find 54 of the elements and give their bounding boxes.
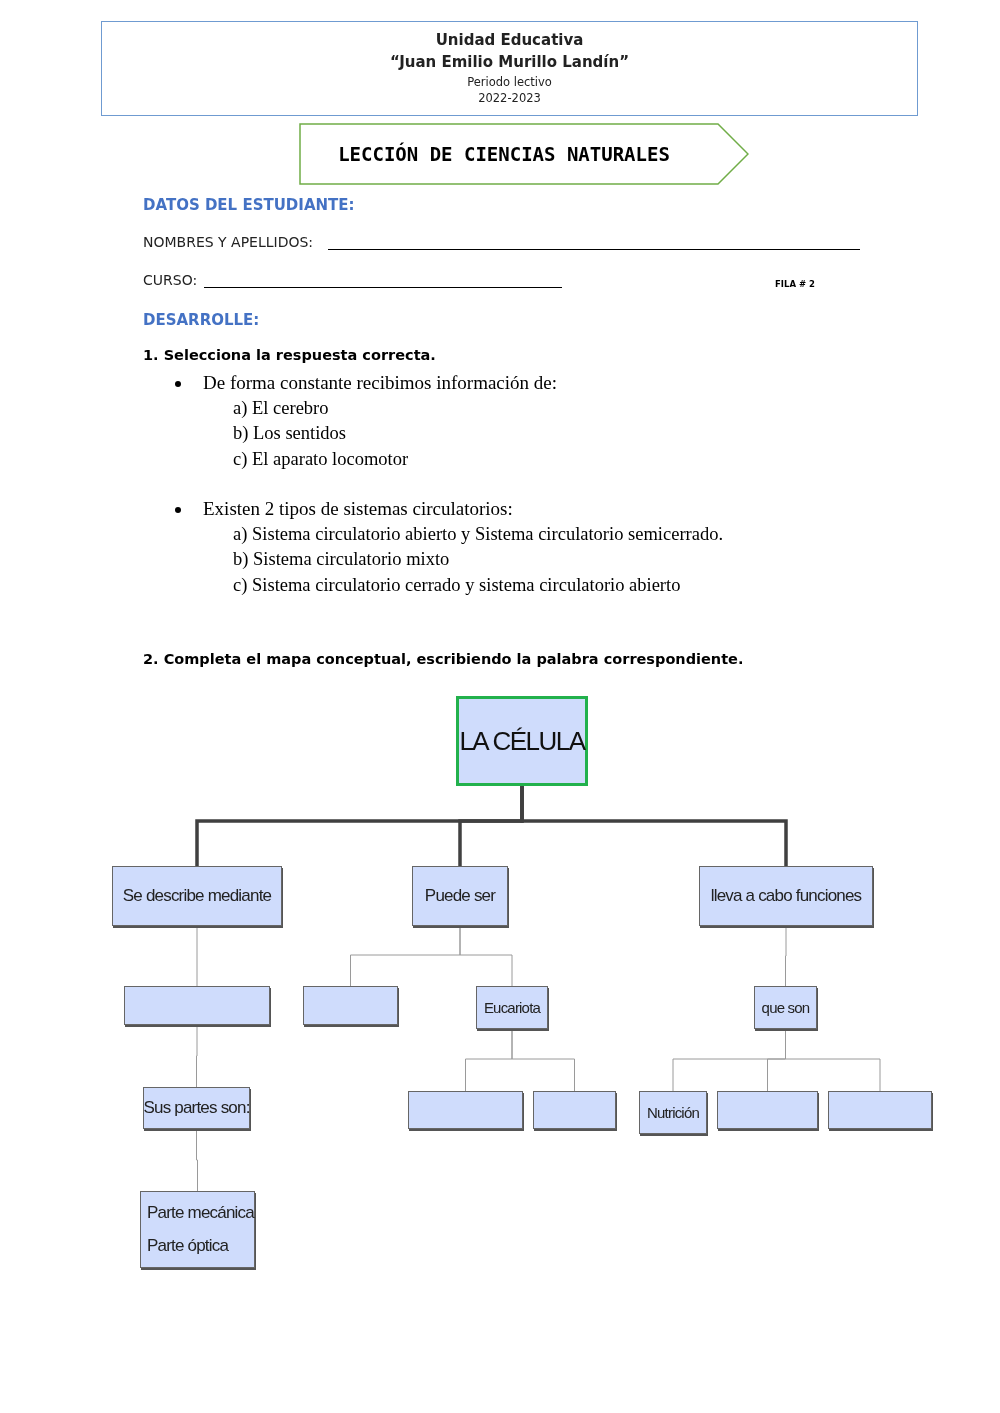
concept-label: que son [761,998,810,1017]
connector-line [785,925,787,987]
row-note: FILA # 2 [775,279,815,289]
concept-box [124,986,270,1025]
field-label: NOMBRES Y APELLIDOS: [143,234,314,250]
concept-box [699,866,873,926]
connector-line [196,1024,198,1088]
arrow-banner [299,123,749,185]
connector-line [196,1128,198,1192]
concept-label: Eucariota [483,998,541,1017]
concept-label: Sus partes son: [143,1097,250,1119]
answer-option: b) Sistema circulatorio mixto [233,549,450,570]
answer-option: c) Sistema circulatorio cerrado y sistema circulatorio abierto [233,575,681,596]
concept-label: Nutrición [647,1103,699,1122]
field-label: CURSO: [143,272,198,288]
concept-box [303,986,398,1025]
connector-line [459,925,513,987]
connector-line [511,1028,575,1092]
section-heading: DATOS DEL ESTUDIANTE: [143,196,355,214]
question-text: 2. Completa el mapa conceptual, escribiendo la palabra correspondiente. [143,651,744,667]
answer-option: a) Sistema circulatorio abierto y Sistema circulatorio semicerrado. [233,524,724,545]
concept-box [140,1191,255,1268]
header-text: Periodo lectivo [467,73,552,91]
concept-label: Se describe mediante [122,885,272,907]
concept-label: Parte óptica [147,1234,229,1257]
answer-option: a) El cerebro [233,398,329,419]
concept-box [143,1087,250,1129]
concept-label: lleva a cabo funciones [710,885,862,907]
concept-box [828,1091,932,1129]
concept-box [412,866,508,926]
concept-box [408,1091,523,1129]
answer-option: c) El aparato locomotor [233,449,409,470]
concept-box [717,1091,818,1129]
connector-line [196,925,198,987]
header-text: “Juan Emilio Murillo Landín” [390,51,629,73]
connector-line [520,786,788,866]
concept-label: Parte mecánica [147,1202,254,1225]
concept-box [754,986,817,1029]
concept-label: Puede ser [424,885,496,907]
question-text: 1. Selecciona la respuesta correcta. [143,347,436,363]
header-text: Unidad Educativa [435,30,584,52]
section-heading: DESARROLLE: [143,311,260,329]
answer-option: b) Los sentidos [233,423,347,444]
concept-box [456,696,588,786]
question-text: Existen 2 tipos de sistemas circulatorios: [203,498,513,520]
question-text: De forma constante recibimos información de: [203,372,557,394]
concept-label: LA CÉLULA [459,725,585,757]
concept-box [112,866,282,926]
concept-box [533,1091,616,1129]
concept-box [639,1091,707,1134]
concept-box [476,986,548,1029]
header-text: 2022-2023 [478,90,541,107]
banner-title: LECCIÓN DE CIENCIAS NATURALES [338,143,670,165]
header-box [101,21,918,116]
